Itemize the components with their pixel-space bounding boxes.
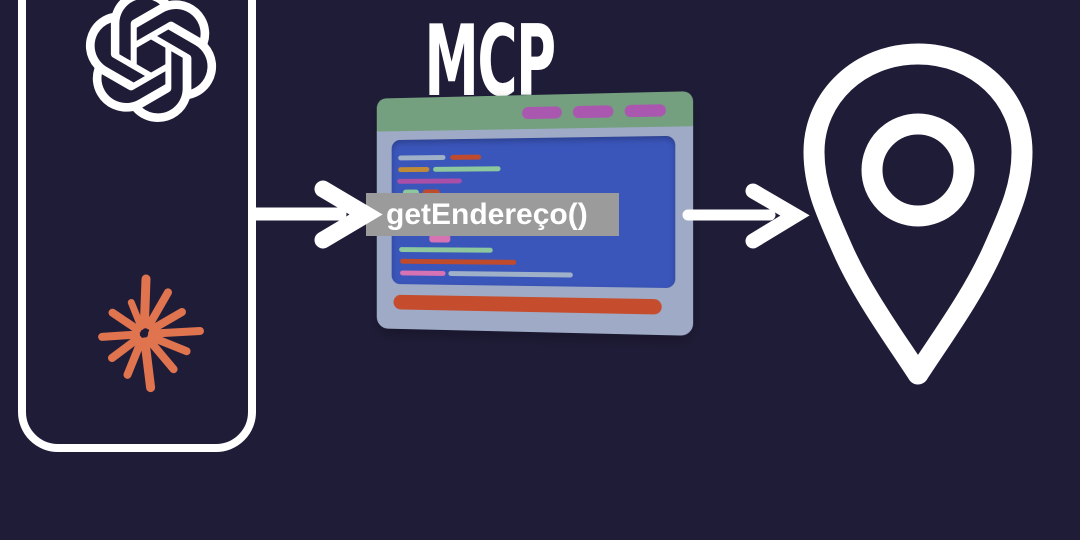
window-titlebar [376, 91, 694, 132]
code-line [450, 154, 482, 160]
arrow-mcp-to-location-icon [682, 183, 810, 249]
window-button-pill [522, 106, 562, 120]
code-line [448, 271, 573, 278]
window-titlebar-buttons [522, 104, 666, 120]
code-lines [392, 136, 676, 278]
location-pin-icon [803, 43, 1033, 385]
window-button-pill [572, 105, 614, 119]
anthropic-star-icon [98, 274, 204, 393]
arrow-left-to-mcp-icon [249, 180, 383, 249]
openai-logo-icon [85, 0, 217, 122]
code-line [433, 166, 501, 172]
window-button-pill [624, 104, 666, 118]
code-line [400, 270, 446, 276]
code-line [398, 166, 430, 173]
code-line [398, 154, 446, 161]
loading-bar [393, 294, 662, 315]
code-line [397, 178, 462, 184]
code-line [400, 258, 517, 265]
code-line [399, 247, 493, 253]
llm-clients-card [18, 0, 256, 452]
function-call-label: getEndereço() [366, 193, 619, 236]
